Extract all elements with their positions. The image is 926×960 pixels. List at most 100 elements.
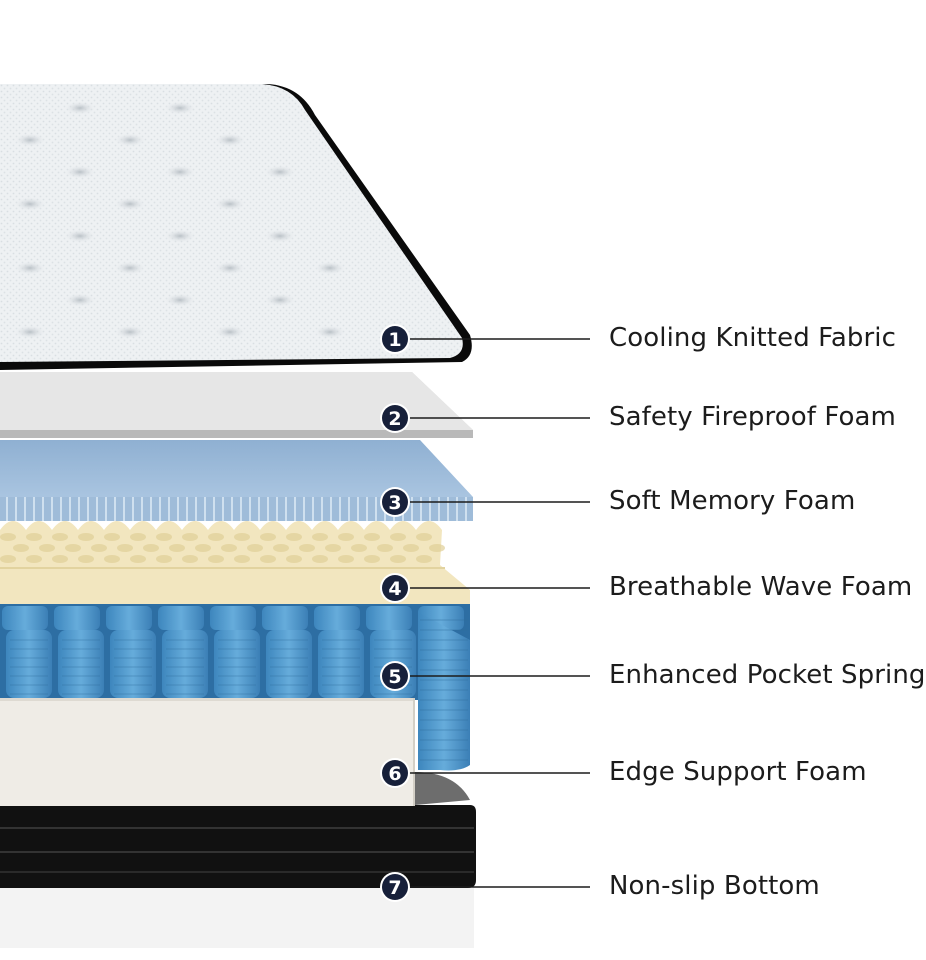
spring-coil: [162, 630, 208, 698]
layer-label: Safety Fireproof Foam: [609, 402, 896, 432]
wave-bump: [416, 533, 432, 541]
spring-coil: [214, 630, 260, 698]
tuft-dimple: [214, 261, 246, 275]
wave-bump: [234, 533, 250, 541]
wave-bump: [377, 544, 393, 552]
wave-bump: [390, 533, 406, 541]
tuft-dimple: [264, 293, 296, 307]
wave-bump: [338, 533, 354, 541]
layer-badge: [382, 575, 408, 601]
wave-bump: [156, 533, 172, 541]
layer-badge: [382, 663, 408, 689]
wave-bump: [390, 555, 406, 563]
wave-bump: [312, 533, 328, 541]
tuft-dimple: [164, 101, 196, 115]
wave-bump: [195, 544, 211, 552]
spring-coil: [58, 630, 104, 698]
layer-wave-foam: [0, 521, 470, 604]
wave-bump: [247, 544, 263, 552]
tuft-dimple: [14, 197, 46, 211]
wave-bump: [312, 555, 328, 563]
spring-coil-top: [2, 606, 48, 630]
layer-bottom: [0, 772, 476, 948]
tuft-dimple: [114, 325, 146, 339]
tuft-dimple: [164, 165, 196, 179]
wave-bump: [364, 555, 380, 563]
wave-bump: [117, 544, 133, 552]
wave-bump: [182, 533, 198, 541]
wave-bump: [13, 544, 29, 552]
layer-label: Soft Memory Foam: [609, 486, 856, 516]
wave-bump: [208, 555, 224, 563]
wave-bump: [286, 555, 302, 563]
tuft-dimple: [214, 197, 246, 211]
spring-coil: [110, 630, 156, 698]
wave-bump: [39, 544, 55, 552]
layer-label: Breathable Wave Foam: [609, 572, 913, 602]
spring-coil-top: [210, 606, 256, 630]
layer-label: Cooling Knitted Fabric: [609, 323, 896, 353]
wave-bump: [26, 555, 42, 563]
tuft-dimple: [114, 197, 146, 211]
tuft-dimple: [164, 293, 196, 307]
wave-bump: [234, 555, 250, 563]
wave-bump: [169, 544, 185, 552]
tuft-dimple: [64, 293, 96, 307]
wave-bump: [429, 544, 445, 552]
spring-coil: [318, 630, 364, 698]
tuft-dimple: [314, 261, 346, 275]
layer-number: 4: [388, 578, 401, 600]
spring-coil: [266, 630, 312, 698]
spring-coil: [6, 630, 52, 698]
wave-bump: [104, 555, 120, 563]
layer-badge: [382, 326, 408, 352]
layer-badge: [382, 489, 408, 515]
layer-label: Non-slip Bottom: [609, 871, 820, 901]
wave-bump: [325, 544, 341, 552]
wave-bump: [208, 533, 224, 541]
spring-coil-top: [366, 606, 412, 630]
tuft-dimple: [264, 165, 296, 179]
layer-number: 6: [388, 763, 401, 785]
layer-number: 5: [388, 666, 401, 688]
layer-badge: [382, 760, 408, 786]
wave-bump: [351, 544, 367, 552]
wave-bump: [403, 544, 419, 552]
layer-knitted-fabric: [0, 84, 472, 370]
tuft-dimple: [14, 133, 46, 147]
tuft-dimple: [14, 261, 46, 275]
wave-bump: [221, 544, 237, 552]
tuft-dimple: [14, 325, 46, 339]
wave-bump: [0, 555, 16, 563]
wave-bump: [91, 544, 107, 552]
wave-bump: [130, 533, 146, 541]
wave-bump: [260, 533, 276, 541]
tuft-dimple: [114, 133, 146, 147]
wave-bump: [104, 533, 120, 541]
tuft-dimple: [214, 325, 246, 339]
layer-number: 3: [388, 492, 401, 514]
wave-bump: [52, 555, 68, 563]
layer-badge: [382, 405, 408, 431]
spring-coil-top: [314, 606, 360, 630]
tuft-dimple: [64, 229, 96, 243]
wave-bump: [299, 544, 315, 552]
layer-edge-foam: [0, 698, 415, 806]
layer-label: Edge Support Foam: [609, 757, 867, 787]
wave-bump: [273, 544, 289, 552]
wave-bump: [182, 555, 198, 563]
layer-fireproof-foam: [0, 372, 473, 438]
wave-bump: [65, 544, 81, 552]
tuft-dimple: [264, 229, 296, 243]
tuft-dimple: [114, 261, 146, 275]
wave-bump: [0, 533, 16, 541]
layer-number: 1: [388, 329, 401, 351]
layer-label: Enhanced Pocket Spring: [609, 660, 926, 690]
wave-bump: [143, 544, 159, 552]
spring-coil-edge: [418, 612, 470, 771]
spring-coil-top: [262, 606, 308, 630]
layer-number: 2: [388, 408, 401, 430]
